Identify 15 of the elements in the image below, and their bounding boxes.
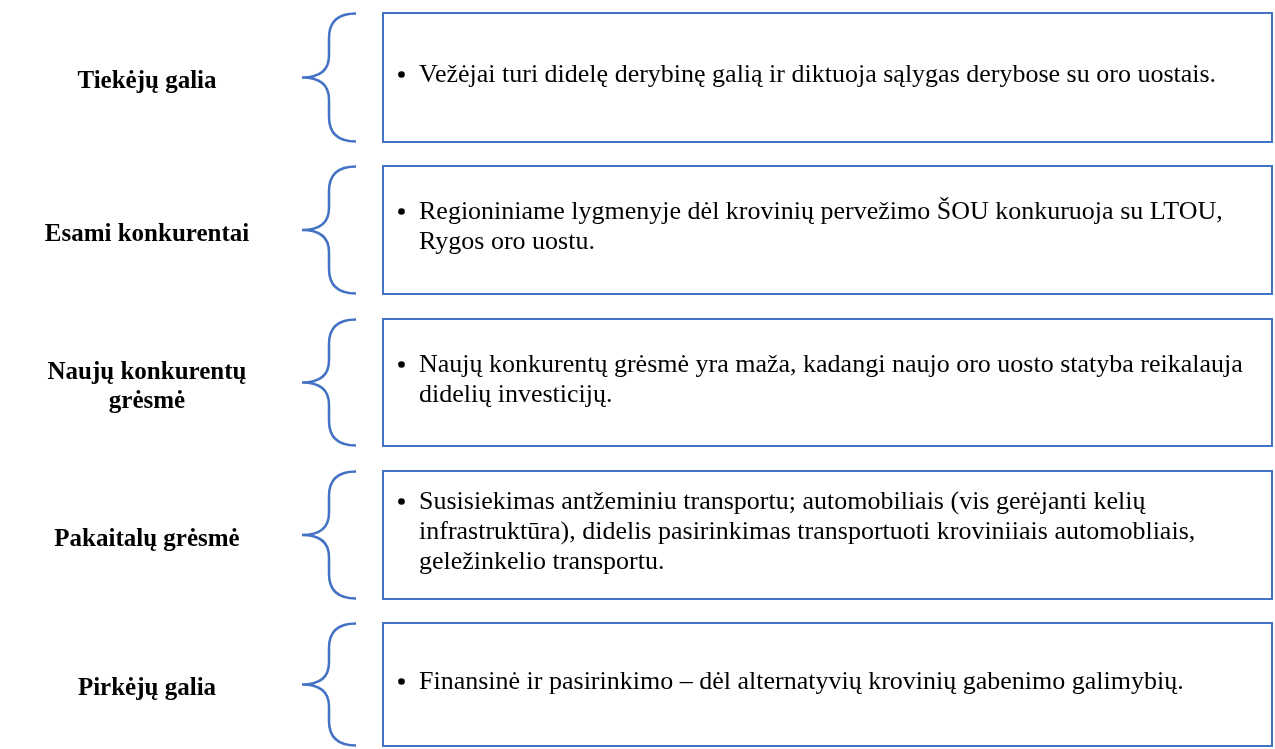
category-heading: Tiekėjų galia [77, 66, 217, 95]
category-heading: Naujų konkurentų grėsmė [46, 356, 248, 415]
description-text: Susisiekimas antžeminiu transportu; automobiliais (vis gerėjanti kelių infrastruktūra), didelis pasirinkimas transportuoti kroviniiais automobliais, geležinkelio transportu. [419, 486, 1197, 576]
description-box [382, 165, 1273, 295]
description-text: Regioniniame lygmenyje dėl krovinių pervežimo ŠOU konkuruoja su LTOU, Rygos oro uostu. [419, 196, 1224, 256]
description-box [382, 622, 1273, 747]
category-heading: Esami konkurentai [44, 218, 250, 248]
description-box [382, 12, 1273, 143]
category-heading: Pirkėjų galia [77, 673, 217, 702]
category-heading: Pakaitalų grėsmė [54, 523, 240, 553]
description-box [382, 470, 1273, 600]
description-text: Finansinė ir pasirinkimo – dėl alternatyvių krovinių gabenimo galimybių. [419, 665, 1184, 696]
description-text: Vežėjai turi didelę derybinę galią ir diktuoja sąlygas derybose su oro uostais. [419, 58, 1217, 89]
description-text: Naujų konkurentų grėsmė yra maža, kadangi naujo oro uosto statyba reikalauja didelių investicijų. [419, 348, 1244, 409]
description-box [382, 318, 1273, 447]
